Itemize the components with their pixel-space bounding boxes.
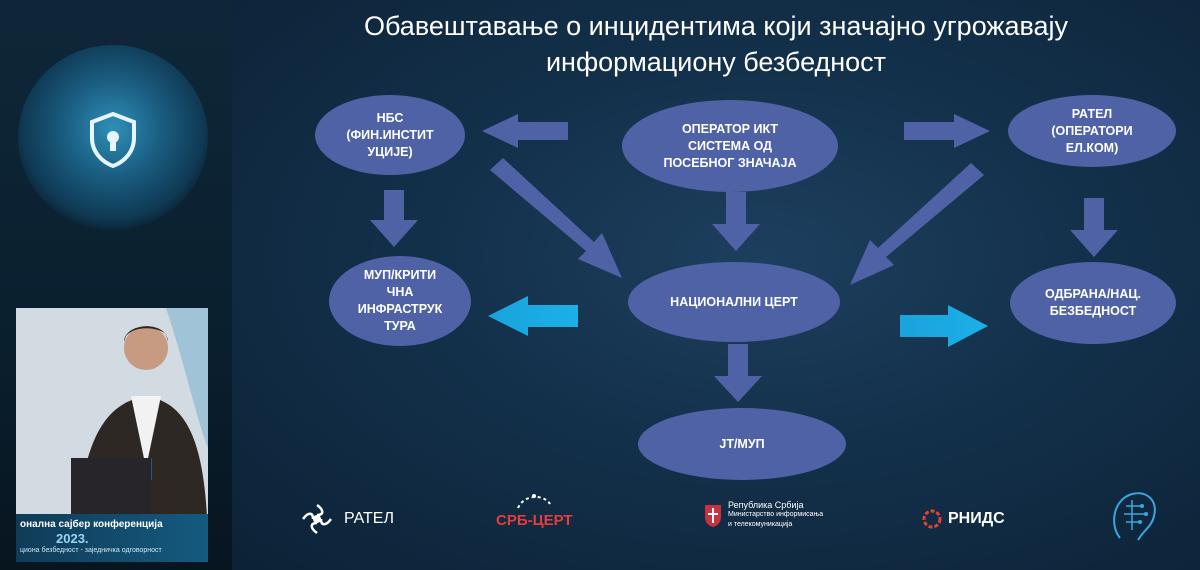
logo-rnids: РНИДС [922, 509, 1005, 529]
node-ratel: РАТЕЛ (ОПЕРАТОРИ ЕЛ.КОМ) [1008, 95, 1176, 167]
logo-srb-cert: СРБ-ЦЕРТ [496, 490, 573, 529]
srb-cert-logo-icon [517, 494, 552, 509]
logo-republic-line-3: и телекомуникација [728, 521, 793, 528]
logo-republic-of-serbia: Република Србија Министарство информисањ… [704, 500, 823, 530]
logo-srb-cert-text: СРБ-ЦЕРТ [496, 512, 573, 529]
node-national-cert: НАЦИОНАЛНИ ЦЕРТ [628, 262, 840, 342]
arrow-operator-to-cert [712, 192, 760, 251]
node-nbs: НБС (ФИН.ИНСТИТ УЦИЈЕ) [315, 95, 465, 175]
conference-banner: онална сајбер конференција 2023. циона б… [16, 514, 208, 562]
node-defense-national-security: ОДБРАНА/НАЦ. БЕЗБЕДНОСТ [1010, 262, 1176, 344]
arrow-cert-to-mup [488, 296, 578, 336]
logo-rnids-text: РНИДС [948, 510, 1005, 527]
arrow-cert-to-jt [714, 344, 762, 402]
flow-arrows [370, 114, 1118, 402]
arrow-nbs-to-cert [490, 158, 622, 278]
brain-circuit-logo-icon [1113, 492, 1156, 541]
arrow-nbs-to-mup [370, 190, 418, 247]
speaker-video-feed: онална сајбер конференција 2023. циона б… [16, 308, 208, 562]
arrow-operator-to-nbs [482, 114, 568, 148]
conference-banner-year: 2023. [56, 531, 89, 546]
slide-title-line-1: Обавештавање о инцидентима који значајно… [363, 11, 1069, 41]
logo-ratel-text: РАТЕЛ [344, 510, 394, 527]
arrow-cert-to-defense [900, 305, 988, 347]
node-mup-critical-infrastructure: МУП/КРИТИ ЧНА ИНФРАСТРУК ТУРА [329, 256, 471, 346]
arrow-ratel-to-cert [850, 163, 984, 285]
arrow-ratel-to-defense [1070, 198, 1118, 257]
logo-republic-line-2: Министарство информисања [728, 511, 824, 518]
slide-title: Обавештавање о инцидентима који значајно… [232, 8, 1200, 80]
conference-banner-subtitle: циона безбедност - заједничка одговорнос… [20, 547, 162, 554]
node-operator-ict: ОПЕРАТОР ИКТ СИСТЕМА ОД ПОСЕБНОГ ЗНАЧАЈА [622, 100, 838, 192]
presentation-slide: Обавештавање о инцидентима који значајно… [232, 0, 1200, 570]
logo-republic-line-1: Република Србија [728, 500, 804, 510]
shield-lock-icon [90, 112, 136, 168]
logo-conference-brain [1102, 486, 1162, 544]
conference-banner-title: онална сајбер конференција [20, 519, 163, 530]
ratel-logo-icon [301, 503, 333, 535]
logo-ratel: РАТЕЛ [296, 502, 394, 536]
arrow-operator-to-ratel [904, 114, 990, 148]
node-jt-mup: ЈТ/МУП [638, 408, 846, 480]
serbia-coat-of-arms-icon [705, 505, 721, 527]
rnids-logo-icon [922, 509, 942, 529]
slide-title-line-2: информациону безбедност [545, 47, 887, 77]
